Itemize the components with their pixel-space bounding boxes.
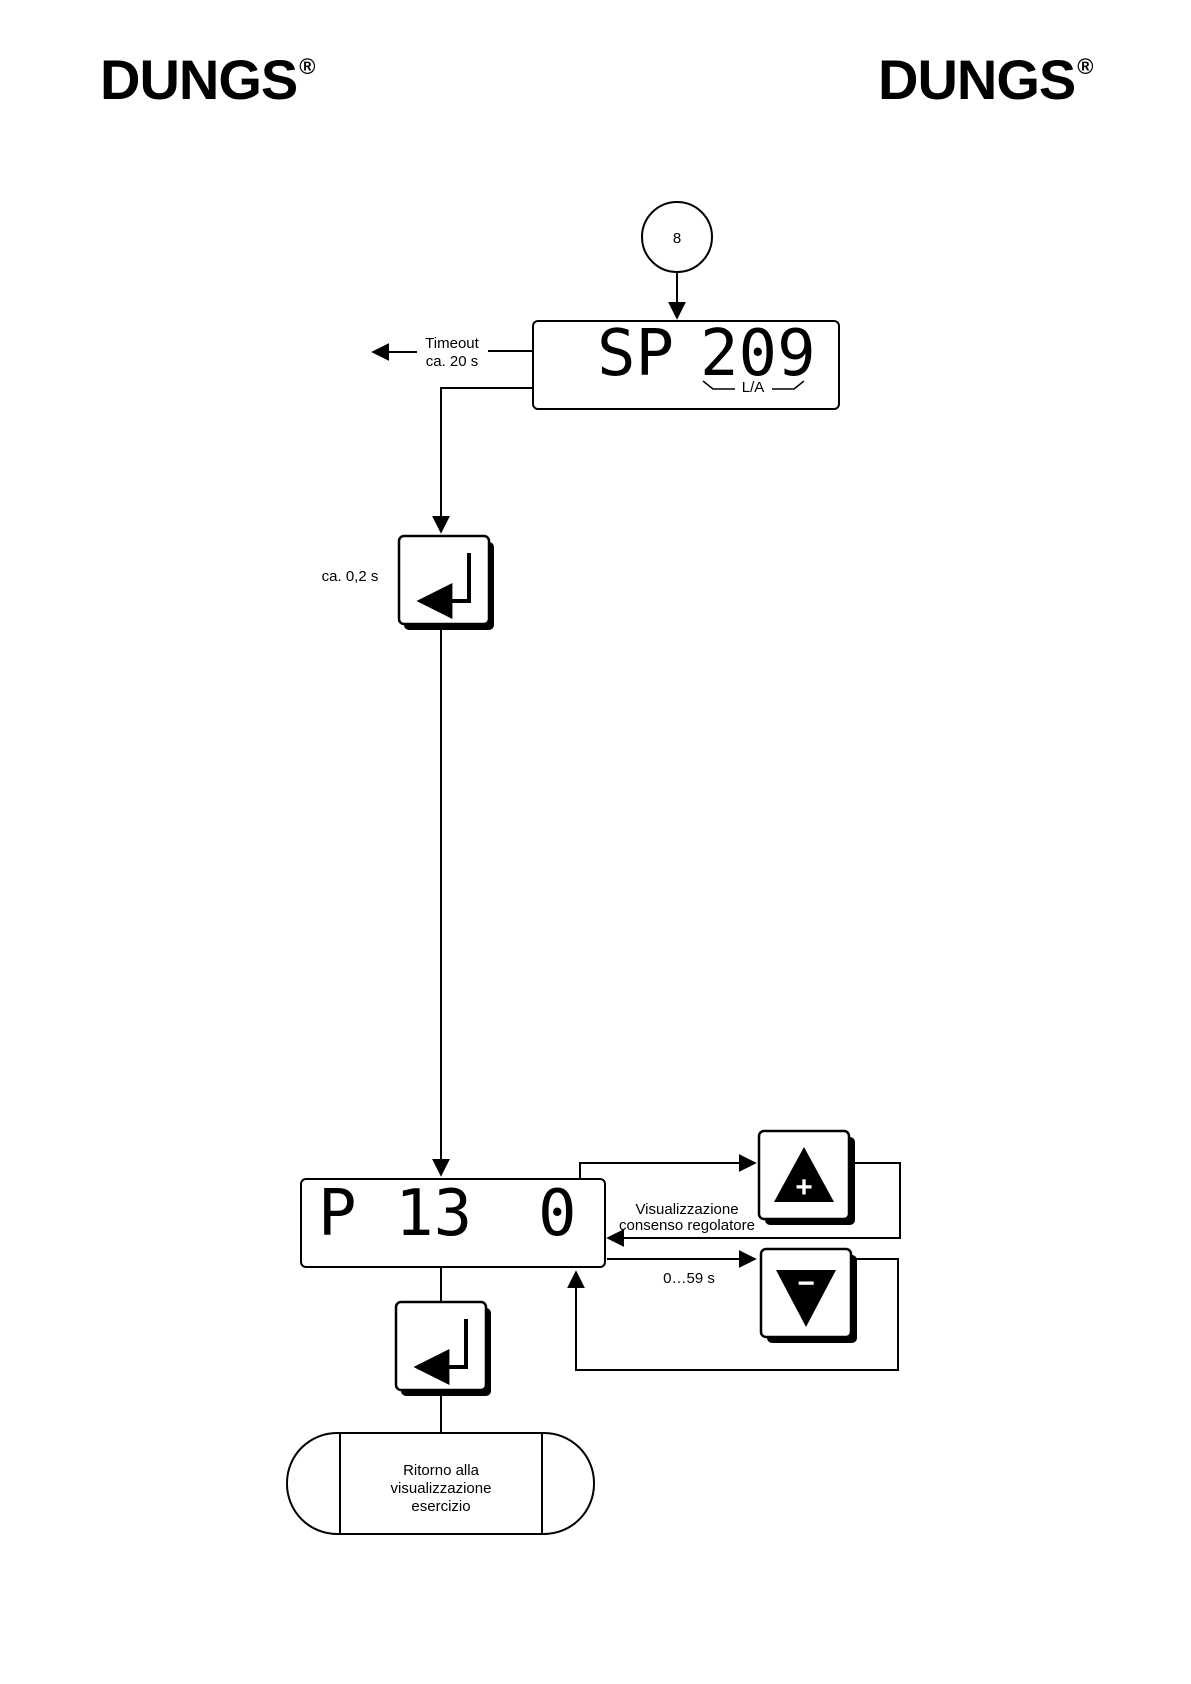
display-p13: P 13 0	[301, 1177, 605, 1267]
plus-icon: +	[795, 1171, 813, 1204]
terminal-line-2: visualizzazione	[391, 1480, 492, 1497]
terminal-line-1: Ritorno alla	[403, 1462, 480, 1479]
plus-key[interactable]: +	[759, 1131, 855, 1225]
display-2-left: P 13	[318, 1177, 472, 1251]
connector-label: 8	[673, 230, 681, 247]
feedback-label-2: consenso regolatore	[619, 1217, 755, 1234]
minus-icon: −	[797, 1267, 815, 1300]
arrow-to-enter-1	[441, 388, 533, 532]
terminal-line-3: esercizio	[411, 1498, 470, 1515]
minus-key[interactable]: −	[761, 1249, 857, 1343]
enter-key-1[interactable]	[399, 536, 494, 630]
timeout-label: Timeout	[425, 335, 479, 352]
connector-8: 8	[642, 202, 712, 272]
feedback-label: Visualizzazione	[635, 1201, 738, 1218]
display-sp-209: SP 209 L/A	[533, 317, 839, 409]
timeout-time: ca. 20 s	[426, 353, 479, 370]
enter-key-2[interactable]	[396, 1302, 491, 1396]
display-1-left: SP	[597, 317, 674, 391]
arrow-to-plus	[580, 1163, 755, 1179]
unit-label: L/A	[742, 379, 765, 396]
range-label: 0…59 s	[663, 1270, 715, 1287]
enter-delay-label: ca. 0,2 s	[322, 568, 379, 585]
return-terminal: Ritorno alla visualizzazione esercizio	[287, 1433, 594, 1534]
display-2-right: 0	[538, 1177, 577, 1251]
